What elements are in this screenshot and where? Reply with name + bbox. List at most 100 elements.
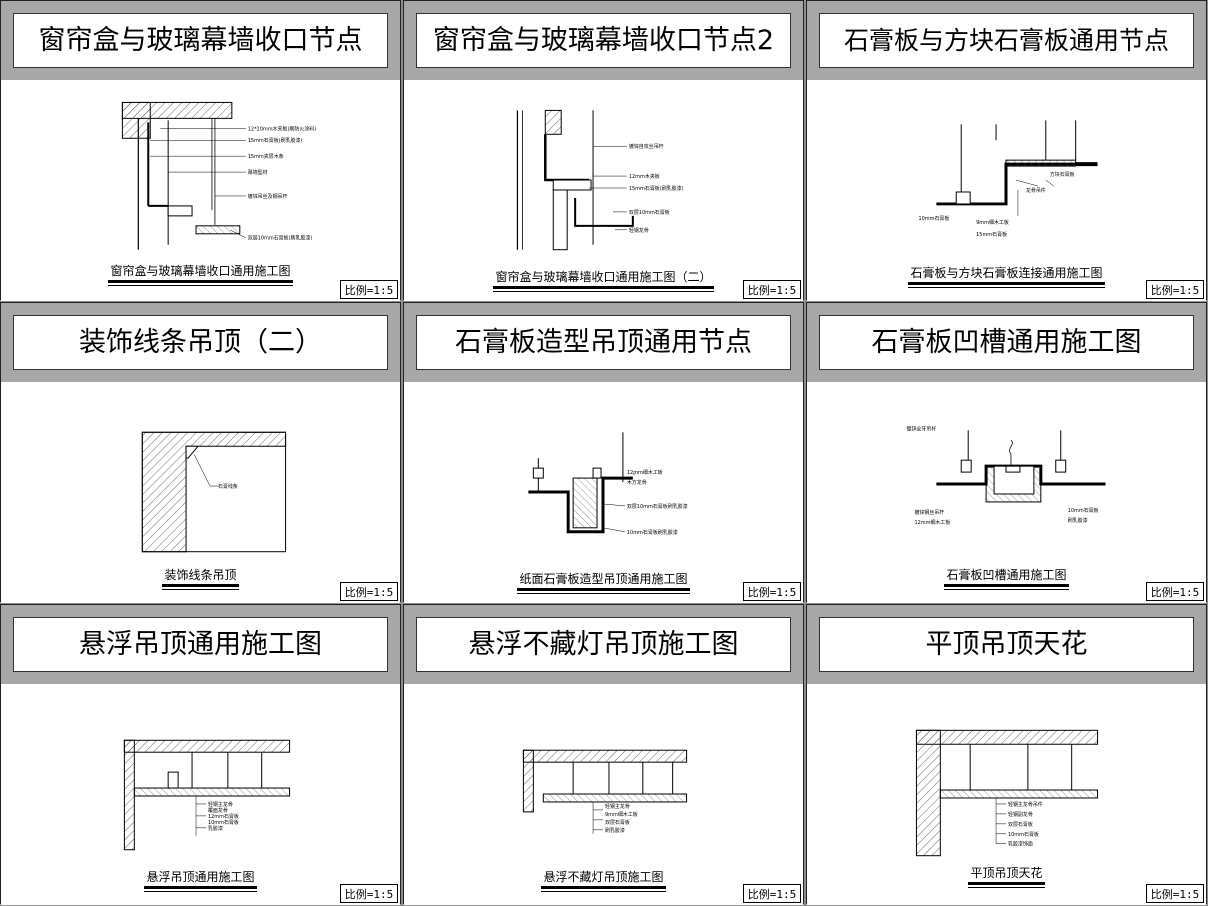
panel-body: 石膏线条 装饰线条吊顶 比例=1:5 <box>1 382 400 603</box>
scale-label: 比例=1:5 <box>340 582 398 601</box>
floating-ceiling-drawing: 轻钢主龙骨 覆面龙骨 12mm石膏板 10mm石膏板 乳胶漆 <box>123 739 291 851</box>
annotation: 轻钢主龙骨 <box>605 803 630 810</box>
annotation: 12mm细木工板 <box>627 469 663 476</box>
panel-header: 悬浮吊顶通用施工图 <box>1 605 400 684</box>
annotation: 12mm木夹板 <box>629 173 660 180</box>
panel-title: 悬浮吊顶通用施工图 <box>13 617 388 672</box>
annotation: 轻钢龙骨 <box>629 227 649 234</box>
panel-body: 轻钢主龙骨 覆面龙骨 12mm石膏板 10mm石膏板 乳胶漆 悬浮吊顶通用施工图… <box>1 684 400 905</box>
panel-body: 镀锌自攻丝吊杆 12mm木夹板 15mm石膏板(刷乳胶漆) 双层10mm石膏板 … <box>404 80 803 301</box>
panel-body: 12mm细木工板 木方龙骨 双层10mm石膏板刷乳胶漆 10mm石膏板刷乳胶漆 … <box>404 382 803 603</box>
panel-body: 镀锌全牙吊杆 镀锌钢丝吊杆 12mm细木工板 10mm石膏板 刷乳胶漆 石膏板凹… <box>807 382 1206 603</box>
panel-title: 平顶吊顶天花 <box>819 617 1194 672</box>
gypsum-feature-ceiling-drawing: 12mm细木工板 木方龙骨 双层10mm石膏板刷乳胶漆 10mm石膏板刷乳胶漆 <box>528 432 688 536</box>
panel-header: 石膏板与方块石膏板通用节点 <box>807 1 1206 80</box>
drawing-caption: 石膏板凹槽通用施工图 <box>807 566 1206 590</box>
panel-floating-ceiling[interactable]: 悬浮吊顶通用施工图 轻钢主龙骨 <box>0 604 401 905</box>
panel-gypsum-groove[interactable]: 石膏板凹槽通用施工图 镀锌全牙吊杆 镀锌钢丝吊杆 12mm细木工板 10mm石膏… <box>806 302 1207 603</box>
drawing-caption: 窗帘盒与玻璃幕墙收口通用施工图 <box>1 262 400 286</box>
annotation: 双层10mm石膏板刷乳胶漆 <box>627 503 688 510</box>
annotation: 双层石膏板 <box>605 819 630 826</box>
drawing-caption: 石膏板与方块石膏板连接通用施工图 <box>807 264 1206 288</box>
annotation: 15mm石膏板(刷乳胶漆) <box>248 137 303 144</box>
annotation: 10mm石膏板刷乳胶漆 <box>627 529 678 536</box>
decorative-molding-drawing: 石膏线条 <box>141 431 287 553</box>
flat-ceiling-drawing: 轻钢主龙骨吊件 轻钢副龙骨 双层石膏板 10mm石膏板 乳胶漆饰面 <box>915 729 1099 857</box>
annotation: 轻钢主龙骨 <box>208 801 233 808</box>
annotation: 刷乳胶漆 <box>605 827 625 834</box>
annotation: 12mm细木工板 <box>914 519 950 526</box>
scale-label: 比例=1:5 <box>340 884 398 903</box>
curtain-box-detail-drawing: 12*10mm木夹板(刷防火涂料) 15mm石膏板(刷乳胶漆) 15mm夹层木条… <box>121 101 316 250</box>
panel-header: 石膏板造型吊顶通用节点 <box>404 303 803 382</box>
panel-title: 窗帘盒与玻璃幕墙收口节点 <box>13 13 388 68</box>
panel-header: 平顶吊顶天花 <box>807 605 1206 684</box>
drawing-caption: 悬浮吊顶通用施工图 <box>1 868 400 892</box>
annotation: 乳胶漆 <box>208 825 223 832</box>
drawing-caption: 窗帘盒与玻璃幕墙收口通用施工图（二） <box>404 268 803 292</box>
floating-no-light-ceiling-drawing: 轻钢主龙骨 9mm细木工板 双层石膏板 刷乳胶漆 <box>522 749 688 834</box>
panel-header: 石膏板凹槽通用施工图 <box>807 303 1206 382</box>
scale-label: 比例=1:5 <box>743 884 801 903</box>
annotation: 镀锌自攻丝吊杆 <box>629 143 664 150</box>
panel-title: 装饰线条吊顶（二） <box>13 315 388 370</box>
gypsum-board-joint-drawing: 方块石膏板 龙骨吊件 10mm石膏板 9mm细木工板 15mm石膏板 <box>918 120 1098 238</box>
annotation: 15mm石膏板 <box>976 231 1007 238</box>
annotation: 镀锌吊丝及钢吊杆 <box>248 193 288 200</box>
panel-title: 石膏板与方块石膏板通用节点 <box>819 13 1194 68</box>
panel-curtain-box-glass-wall-2[interactable]: 窗帘盒与玻璃幕墙收口节点2 镀锌自攻丝 <box>403 0 804 301</box>
annotation: 15mm夹层木条 <box>248 153 284 160</box>
annotation: 12mm石膏板 <box>208 813 239 820</box>
panel-body: 轻钢主龙骨 9mm细木工板 双层石膏板 刷乳胶漆 悬浮不藏灯吊顶施工图 比例=1… <box>404 684 803 905</box>
panel-floating-no-light-ceiling[interactable]: 悬浮不藏灯吊顶施工图 轻钢 <box>403 604 804 905</box>
curtain-box-detail-drawing-2: 镀锌自攻丝吊杆 12mm木夹板 15mm石膏板(刷乳胶漆) 双层10mm石膏板 … <box>516 109 684 251</box>
annotation: 轻钢副龙骨 <box>1008 811 1033 818</box>
annotation: 轻钢主龙骨吊件 <box>1008 801 1043 808</box>
annotation: 木方龙骨 <box>627 479 647 486</box>
drawing-caption: 悬浮不藏灯吊顶施工图 <box>404 868 803 892</box>
panel-title: 悬浮不藏灯吊顶施工图 <box>416 617 791 672</box>
scale-label: 比例=1:5 <box>1146 280 1204 299</box>
drawing-caption: 平顶吊顶天花 <box>807 864 1206 888</box>
scale-label: 比例=1:5 <box>743 582 801 601</box>
panel-body: 12*10mm木夹板(刷防火涂料) 15mm石膏板(刷乳胶漆) 15mm夹层木条… <box>1 80 400 301</box>
annotation: 9mm细木工板 <box>605 811 638 818</box>
panel-title: 窗帘盒与玻璃幕墙收口节点2 <box>416 13 791 68</box>
panel-header: 窗帘盒与玻璃幕墙收口节点 <box>1 1 400 80</box>
scale-label: 比例=1:5 <box>1146 582 1204 601</box>
annotation: 双层10mm石膏板(刷乳胶漆) <box>248 235 313 242</box>
annotation: 双层10mm石膏板 <box>629 209 670 216</box>
annotation: 幕墙型材 <box>248 169 268 176</box>
annotation: 15mm石膏板(刷乳胶漆) <box>629 185 684 192</box>
panel-header: 窗帘盒与玻璃幕墙收口节点2 <box>404 1 803 80</box>
panel-body: 轻钢主龙骨吊件 轻钢副龙骨 双层石膏板 10mm石膏板 乳胶漆饰面 平顶吊顶天花… <box>807 684 1206 905</box>
panel-gypsum-board-joint[interactable]: 石膏板与方块石膏板通用节点 方块石膏板 龙骨吊件 <box>806 0 1207 301</box>
annotation: 9mm细木工板 <box>976 219 1009 226</box>
drawing-caption: 纸面石膏板造型吊顶通用施工图 <box>404 570 803 594</box>
annotation: 方块石膏板 <box>1050 171 1075 178</box>
annotation: 镀锌全牙吊杆 <box>907 425 937 432</box>
annotation: 12*10mm木夹板(刷防火涂料) <box>248 125 316 132</box>
annotation: 10mm石膏板 <box>918 215 949 222</box>
panel-flat-ceiling[interactable]: 平顶吊顶天花 <box>806 604 1207 905</box>
annotation: 10mm石膏板 <box>208 819 239 826</box>
panel-header: 装饰线条吊顶（二） <box>1 303 400 382</box>
annotation: 石膏线条 <box>218 483 238 490</box>
panel-body: 方块石膏板 龙骨吊件 10mm石膏板 9mm细木工板 15mm石膏板 石膏板与方… <box>807 80 1206 301</box>
annotation: 10mm石膏板 <box>1008 831 1039 838</box>
panel-gypsum-feature-ceiling[interactable]: 石膏板造型吊顶通用节点 12mm细木工板 木方龙骨 双层10mm石膏板刷乳胶漆 <box>403 302 804 603</box>
scale-label: 比例=1:5 <box>340 280 398 299</box>
drawing-caption: 装饰线条吊顶 <box>1 566 400 590</box>
annotation: 覆面龙骨 <box>208 807 228 814</box>
scale-label: 比例=1:5 <box>743 280 801 299</box>
annotation: 刷乳胶漆 <box>1068 517 1088 524</box>
panel-header: 悬浮不藏灯吊顶施工图 <box>404 605 803 684</box>
panel-title: 石膏板造型吊顶通用节点 <box>416 315 791 370</box>
panel-curtain-box-glass-wall[interactable]: 窗帘盒与玻璃幕墙收口节点 <box>0 0 401 301</box>
panel-title: 石膏板凹槽通用施工图 <box>819 315 1194 370</box>
gypsum-groove-drawing: 镀锌全牙吊杆 镀锌钢丝吊杆 12mm细木工板 10mm石膏板 刷乳胶漆 <box>907 425 1106 526</box>
annotation: 双层石膏板 <box>1008 821 1033 828</box>
annotation: 10mm石膏板 <box>1068 507 1099 514</box>
panel-decorative-molding-ceiling[interactable]: 装饰线条吊顶（二） 石膏线条 装饰线条吊顶 比例=1:5 <box>0 302 401 603</box>
annotation: 镀锌钢丝吊杆 <box>914 509 944 516</box>
